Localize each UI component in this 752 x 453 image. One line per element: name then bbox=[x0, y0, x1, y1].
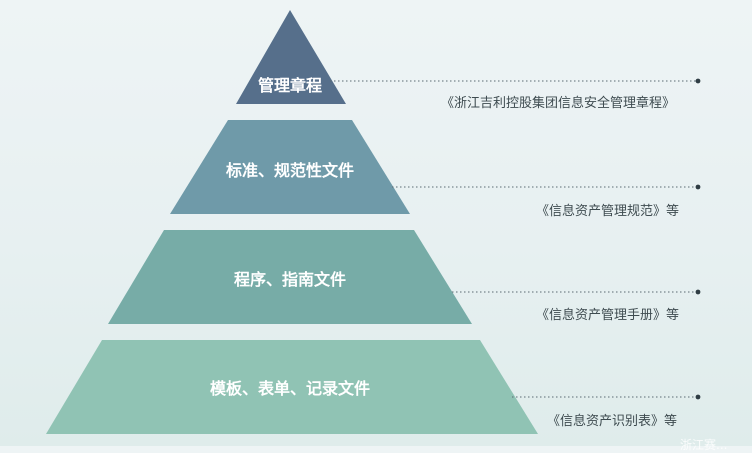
tier-4-label: 模板、表单、记录文件 bbox=[209, 379, 371, 398]
tier-3-shape bbox=[108, 230, 472, 324]
leader-dot-4 bbox=[695, 394, 701, 400]
tier-4-shape bbox=[46, 340, 538, 434]
tier-1-shape bbox=[236, 10, 346, 104]
tier-3-document: 《信息资产管理手册》等 bbox=[536, 308, 680, 323]
tier-2-label: 标准、规范性文件 bbox=[225, 161, 355, 180]
tier-1-label: 管理章程 bbox=[257, 76, 323, 95]
tier-2-document: 《信息资产管理规范》等 bbox=[536, 204, 680, 219]
tier-4-document: 《信息资产识别表》等 bbox=[547, 414, 678, 429]
leader-dot-1 bbox=[695, 78, 701, 84]
tier-3-label: 程序、指南文件 bbox=[233, 270, 347, 289]
tier-1-document: 《浙江吉利控股集团信息安全管理章程》 bbox=[441, 96, 676, 111]
leader-dot-3 bbox=[695, 289, 701, 295]
leader-dot-2 bbox=[695, 184, 701, 190]
watermark-text: 浙江赛... bbox=[680, 438, 728, 452]
tier-2-shape bbox=[170, 120, 410, 214]
